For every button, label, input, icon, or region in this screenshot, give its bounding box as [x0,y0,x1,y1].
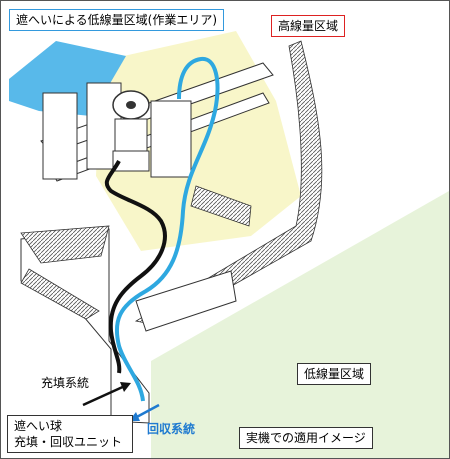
hatched-wall-mid [190,185,252,227]
fill-pipe [104,160,167,374]
hatched-wall-left [20,225,110,264]
fill-arrowhead [120,382,131,392]
unit-label-line2: 充填・回収ユニット [14,435,123,449]
hatched-wall-lower [20,268,100,320]
recovery-pipe [114,56,220,402]
recovery-line-label: 回収系統 [147,422,196,436]
equipment-box-3 [150,100,192,178]
high-dose-area-label: 高線量区域 [271,15,346,37]
valve-wheel-hub [126,101,136,109]
caption-label: 実機での適用イメージ [239,427,373,449]
low-dose-zone [151,191,449,458]
unit-label-box: 遮へい球 充填・回収ユニット [7,415,133,453]
concrete-block [135,270,237,332]
equipment-box-1 [42,92,78,180]
fill-arrow [82,383,128,407]
fill-line-label: 充填系統 [41,376,90,390]
high-dose-zone [96,31,301,251]
valve-base [112,150,150,172]
unit-label-line1: 遮へい球 [14,419,63,433]
shielded-area-label: 遮へいによる低線量区域(作業エリア) [9,9,225,31]
low-dose-area-label: 低線量区域 [297,363,372,385]
